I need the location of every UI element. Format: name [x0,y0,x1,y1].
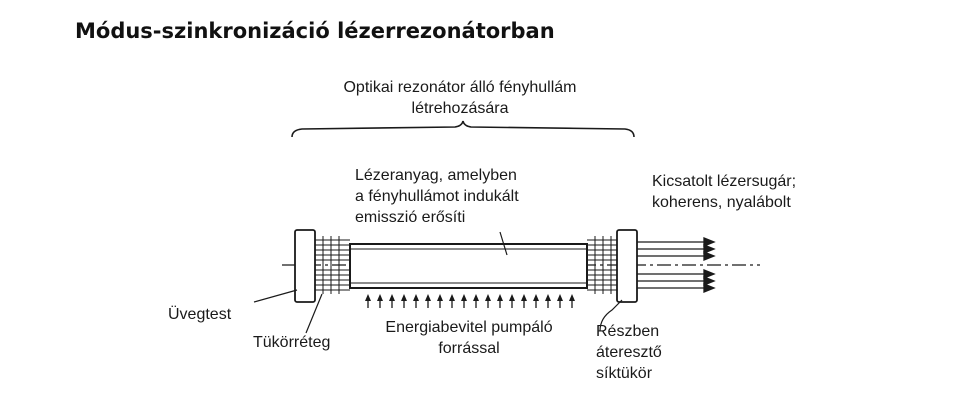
right-mirror-coating [587,236,617,294]
pump-label-line2: forrással [438,340,500,357]
pump-arrow-head [473,294,479,301]
output-label-line2: koherens, nyalábolt [652,194,791,211]
right-partial-mirror [616,229,638,303]
left-glass-body [294,229,316,303]
pump-arrow-head [413,294,419,301]
left-mirror-coating [315,236,350,294]
pump-arrow-head [509,294,515,301]
pump-arrow-head [389,294,395,301]
pump-arrows [365,294,575,308]
pump-arrow-head [401,294,407,301]
pump-label-line1: Energiabevitel pumpáló [385,319,553,336]
partial-mirror-label-line2: áteresztő [596,344,662,361]
page-title: Módus-szinkronizáció lézerrezonátorban [75,19,555,43]
pump-arrow-head [425,294,431,301]
pump-arrow-head [461,294,467,301]
laser-medium-rod [349,243,588,289]
pump-arrow-head [485,294,491,301]
medium-label-line1: Lézeranyag, amelyben [355,167,517,184]
resonator-label-line1: Optikai rezonátor álló fényhullám [343,79,577,96]
pump-arrow-head [557,294,563,301]
mirror-layer-label: Tükörréteg [253,334,331,351]
resonator-brace [291,120,635,138]
pump-arrow-head [545,294,551,301]
pump-arrow-head [569,294,575,301]
medium-leader-line [499,231,508,256]
output-beam [637,237,716,293]
output-label-line1: Kicsatolt lézersugár; [652,173,797,190]
pump-label: Energiabevitel pumpáló forrással [355,317,583,359]
output-label: Kicsatolt lézersugár; koherens, nyalábol… [652,171,796,213]
pump-arrow-head [437,294,443,301]
medium-label-line2: a fényhullámot indukált [355,188,519,205]
pump-arrow-head [497,294,503,301]
pump-arrow-head [533,294,539,301]
partial-mirror-label-line1: Részben [596,323,660,340]
mirror-layer-leader-line [305,293,323,334]
medium-label: Lézeranyag, amelyben a fényhullámot indu… [355,165,519,228]
partial-mirror-leader-line [599,299,623,332]
glass-label: Üvegtest [168,306,232,323]
pump-arrow-head [521,294,527,301]
pump-arrow-head [377,294,383,301]
resonator-label-line2: létrehozására [411,100,509,117]
partial-mirror-label: Részben áteresztő síktükör [596,321,662,384]
pump-arrow-head [365,294,371,301]
partial-mirror-label-line3: síktükör [596,365,653,382]
pump-arrow-head [449,294,455,301]
medium-label-line3: emisszió erősíti [355,209,466,226]
glass-leader-line [253,289,298,303]
resonator-label: Optikai rezonátor álló fényhullám létreh… [310,77,610,119]
